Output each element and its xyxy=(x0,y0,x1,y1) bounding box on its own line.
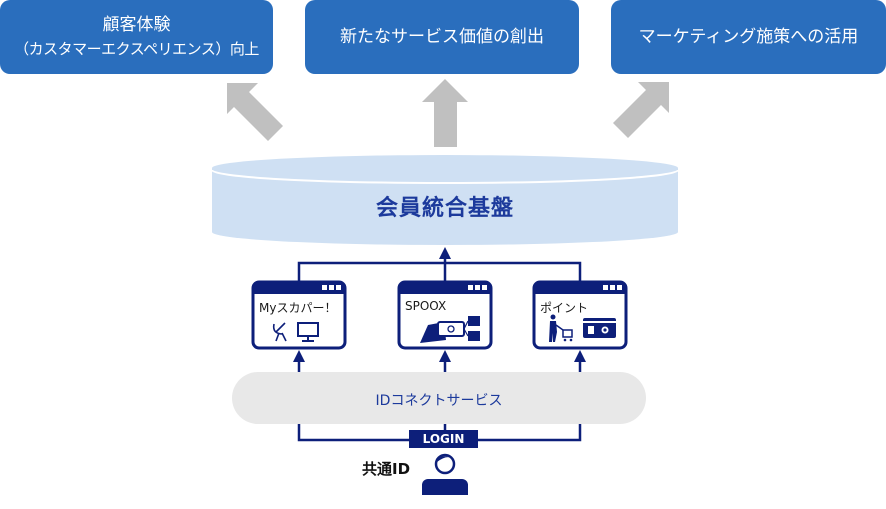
service-card-points xyxy=(532,280,628,350)
platform-cylinder xyxy=(211,155,679,245)
id-connect-pill xyxy=(232,372,646,424)
goal-title: マーケティング施策への活用 xyxy=(638,27,859,47)
service-title-spoox: SPOOX xyxy=(405,299,447,313)
goal-marketing: マーケティング施策への活用 xyxy=(611,0,886,74)
service-title-myskyperfect: Myスカパー！ xyxy=(259,301,337,315)
platform-label: 会員統合基盤 xyxy=(375,196,514,221)
id-connect-label: IDコネクトサービス xyxy=(375,393,503,409)
arrow-up-icon xyxy=(422,79,468,147)
shopper-cart-icon xyxy=(549,314,573,342)
service-card-spoox xyxy=(397,280,493,350)
goal-new-service-value: 新たなサービス価値の創出 xyxy=(305,0,579,74)
goal-title: 新たなサービス価値の創出 xyxy=(340,27,544,47)
arrowhead-icon xyxy=(574,350,586,362)
service-card-myskyperfect xyxy=(251,280,347,350)
user-icon xyxy=(422,453,468,495)
common-id-label: 共通ID xyxy=(362,460,411,478)
goal-customer-experience: 顧客体験 （カスタマーエクスペリエンス）向上 xyxy=(0,0,273,74)
arrowhead-icon xyxy=(439,350,451,362)
arrow-up-left-icon xyxy=(227,83,283,141)
smartphone-video-icon xyxy=(420,316,480,343)
arrow-up-right-icon xyxy=(613,82,669,138)
arrowhead-icon xyxy=(439,247,451,259)
satellite-dish-icon xyxy=(272,322,287,342)
connector-to-platform xyxy=(297,256,582,282)
point-card-icon xyxy=(583,318,616,338)
arrowhead-icon xyxy=(293,350,305,362)
monitor-icon xyxy=(297,322,319,342)
login-badge: LOGIN xyxy=(409,430,478,448)
goal-subtitle: （カスタマーエクスペリエンス）向上 xyxy=(14,40,259,58)
goal-title: 顧客体験 xyxy=(102,15,171,35)
service-title-points: ポイント xyxy=(540,301,589,315)
